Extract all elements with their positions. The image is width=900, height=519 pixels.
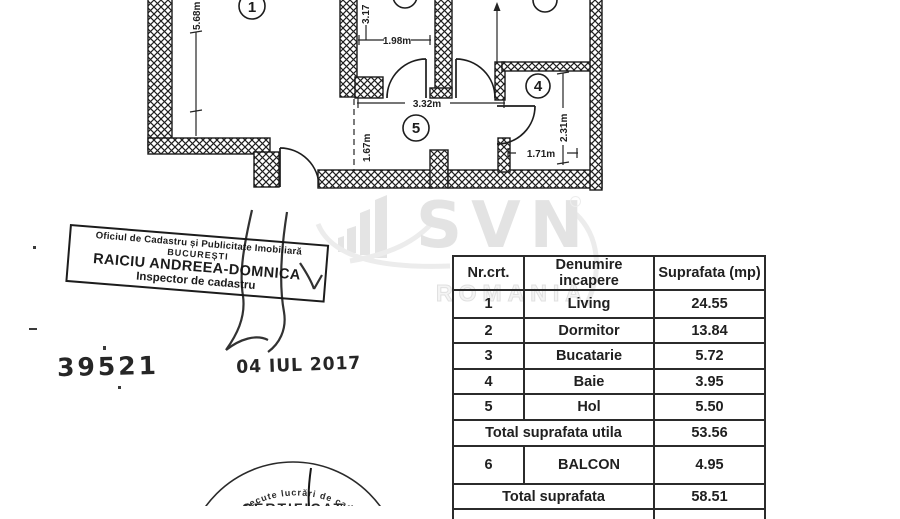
dim-hol-height: 1.67m bbox=[362, 134, 373, 162]
cell-area: 13.84 bbox=[653, 317, 766, 344]
cell-nr: 5 bbox=[452, 393, 525, 421]
header-nr: Nr.crt. bbox=[452, 255, 525, 291]
dim-baie-width: 1.71m bbox=[527, 149, 555, 160]
table-cut-row bbox=[452, 508, 766, 519]
dim-baie-height: 2.31m bbox=[559, 114, 570, 142]
cell-empty bbox=[653, 508, 766, 519]
room-circles bbox=[238, 0, 558, 142]
cell-area: 3.95 bbox=[653, 368, 766, 395]
cell-name: Baie bbox=[523, 368, 655, 395]
cell-area: 5.50 bbox=[653, 393, 766, 421]
dim-living-height: 5.68m bbox=[192, 2, 203, 30]
door-arcs bbox=[279, 58, 536, 188]
round-certificate-stamp: ANCPI să execute lucrări de cada CERTIFI… bbox=[201, 461, 381, 506]
scan-speck bbox=[103, 346, 106, 350]
table-row: 2 Dormitor 13.84 bbox=[452, 317, 766, 344]
cell-nr: 4 bbox=[452, 368, 525, 395]
cell-name: Hol bbox=[523, 393, 655, 421]
dim-bucatarie-height: 3.17 bbox=[361, 4, 372, 24]
signature bbox=[225, 209, 323, 353]
cell-name: Dormitor bbox=[523, 317, 655, 344]
total-utila-value: 53.56 bbox=[653, 419, 766, 447]
dimension-labels: 5.68m 3.17 1.98m 3.32m 1.67m 2.31m 1.71m bbox=[192, 2, 570, 162]
cell-nr: 6 bbox=[452, 445, 525, 485]
balcon-row: 6 BALCON 4.95 bbox=[452, 445, 766, 485]
dimension-lines bbox=[189, 8, 578, 170]
table-row: 3 Bucatarie 5.72 bbox=[452, 342, 766, 370]
cell-name: Bucatarie bbox=[523, 342, 655, 370]
cell-area: 4.95 bbox=[653, 445, 766, 485]
table-row: 5 Hol 5.50 bbox=[452, 393, 766, 421]
header-area: Suprafata (mp) bbox=[653, 255, 766, 291]
room-number-hol: 5 bbox=[412, 120, 420, 137]
svn-watermark-text: SVN bbox=[416, 189, 593, 263]
cell-empty bbox=[452, 508, 655, 519]
svn-registered-mark bbox=[570, 196, 581, 207]
total-utila-row: Total suprafata utila 53.56 bbox=[452, 419, 766, 447]
round-stamp-center-text: CERTIFICAT bbox=[242, 500, 344, 506]
cell-area: 5.72 bbox=[653, 342, 766, 370]
table-header-row: Nr.crt. Denumire incapere Suprafata (mp) bbox=[452, 255, 766, 291]
room-numbers: 1 4 5 bbox=[248, 0, 543, 137]
floor-plan: 5.68m 3.17 1.98m 3.32m 1.67m 2.31m 1.71m… bbox=[147, 0, 603, 191]
table-row: 1 Living 24.55 bbox=[452, 289, 766, 319]
table-row: 4 Baie 3.95 bbox=[452, 368, 766, 395]
cell-nr: 2 bbox=[452, 317, 525, 344]
room-areas-table: Nr.crt. Denumire incapere Suprafata (mp)… bbox=[452, 255, 766, 519]
scan-speck bbox=[29, 328, 37, 330]
dim-bucatarie-width: 1.98m bbox=[383, 36, 411, 47]
header-name: Denumire incapere bbox=[523, 255, 655, 291]
scan-speck bbox=[33, 246, 36, 249]
signature-tail bbox=[307, 467, 312, 506]
cell-name: BALCON bbox=[523, 445, 655, 485]
walls bbox=[147, 0, 603, 191]
room-number-living: 1 bbox=[248, 0, 256, 16]
cell-name: Living bbox=[523, 289, 655, 319]
cell-nr: 1 bbox=[452, 289, 525, 319]
total-utila-label: Total suprafata utila bbox=[452, 419, 655, 447]
scan-speck bbox=[118, 386, 121, 389]
room-number-baie: 4 bbox=[534, 78, 543, 95]
cell-nr: 3 bbox=[452, 342, 525, 370]
dimension-arrow bbox=[493, 2, 501, 11]
dim-hol-width: 3.32m bbox=[413, 99, 441, 110]
cell-area: 24.55 bbox=[653, 289, 766, 319]
